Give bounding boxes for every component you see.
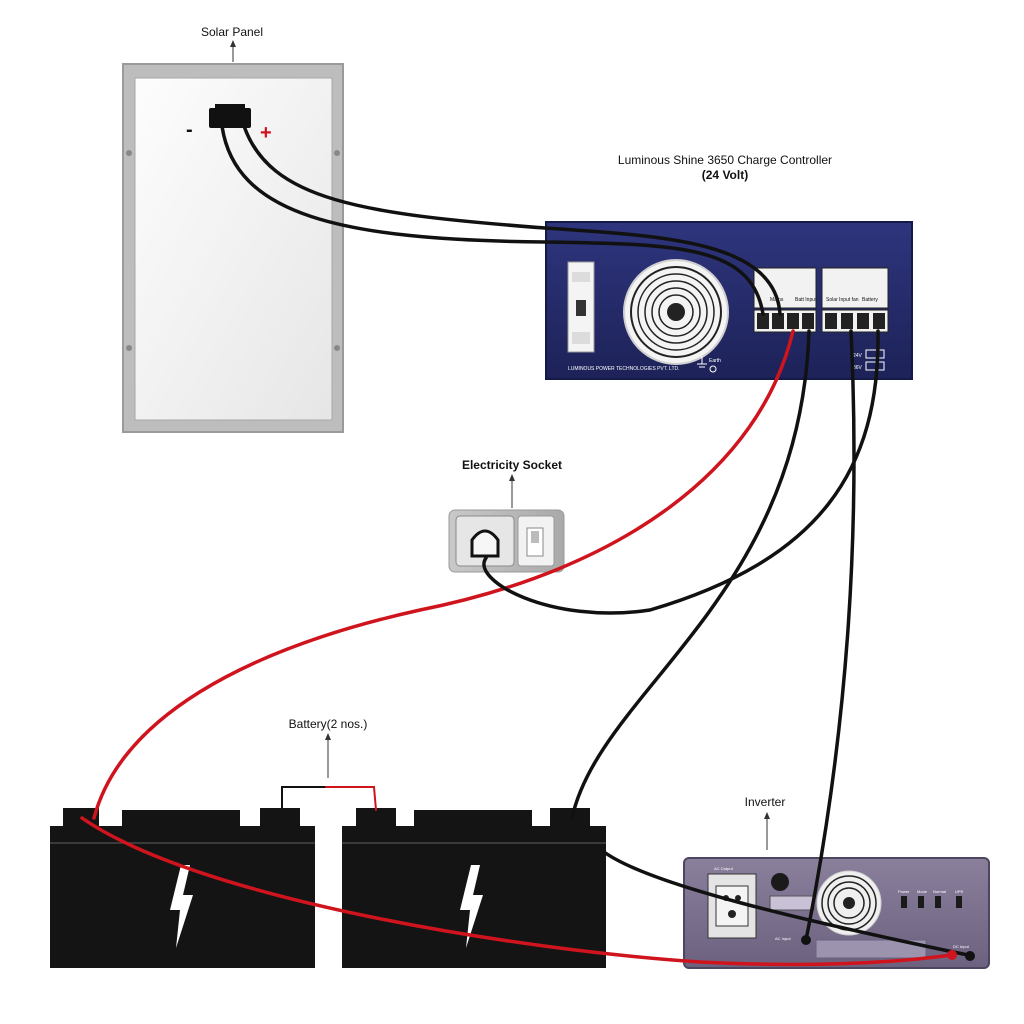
wire-solar-negative [220,124,765,316]
fuse-knob [771,873,789,891]
mcb-breaker [567,261,595,353]
controller-maker: LUMINOUS POWER TECHNOLOGIES PVT. LTD. [568,366,680,372]
controller-name-label: Luminous Shine 3650 Charge Controller [618,153,832,167]
terminal-dot [965,951,975,961]
svg-text:36V: 36V [853,365,863,371]
svg-text:24V: 24V [853,353,863,359]
ac-output-socket [707,873,757,939]
svg-text:AC Input: AC Input [775,936,791,941]
svg-text:UPS: UPS [955,889,964,894]
wire-solar-positive [242,124,782,316]
inverter-label: Inverter [745,795,786,809]
charge-controller: Mains Batt Input Solar Input fan Battery… [545,221,913,380]
wire-battery-link-red [325,786,377,811]
wire-socket [482,329,880,615]
inverter: AC Output Power Mode Normal UPS AC Input… [683,857,990,969]
terminal-block-right: Solar Input fan Battery [821,267,889,333]
svg-text:AC Output: AC Output [714,866,734,871]
electricity-socket [448,509,565,573]
junction-box [209,108,251,128]
battery-1 [50,808,315,968]
terminal-dot [801,935,811,945]
wires [80,124,970,967]
inverter-switches: Power Mode Normal UPS [898,889,964,908]
wire-inverter-negative [602,850,970,957]
socket-label: Electricity Socket [462,458,562,472]
controller-voltage-label: (24 Volt) [702,168,748,182]
terminal-block-left: Mains Batt Input [753,267,817,333]
panel-minus-label: - [186,119,193,141]
panel-plus-label: + [260,122,272,144]
terminal-dot [947,950,957,960]
battery-label: Battery(2 nos.) [289,717,368,731]
solar-panel-label: Solar Panel [201,25,263,39]
svg-text:Battery: Battery [862,297,878,303]
svg-text:Batt Input: Batt Input [795,297,817,303]
svg-text:Solar Input fan: Solar Input fan [826,297,859,303]
wire-inverter-positive [80,816,954,967]
solar-panel: - + [122,63,344,433]
svg-text:DC Input: DC Input [953,944,970,949]
lightning-icon [460,865,483,948]
svg-text:Normal: Normal [933,889,946,894]
svg-text:Power: Power [898,889,910,894]
fan-icon [623,259,729,365]
svg-text:Earth: Earth [709,358,721,364]
wire-battery-negative [570,329,811,820]
lightning-icon [170,865,193,948]
battery-2 [342,808,606,968]
wire-inverter-ac [804,329,856,942]
wire-battery-positive [92,329,795,820]
svg-text:Mode: Mode [917,889,928,894]
earth-icon: Earth [697,356,721,373]
fan-icon [816,870,882,936]
wire-battery-link-black [281,786,327,811]
